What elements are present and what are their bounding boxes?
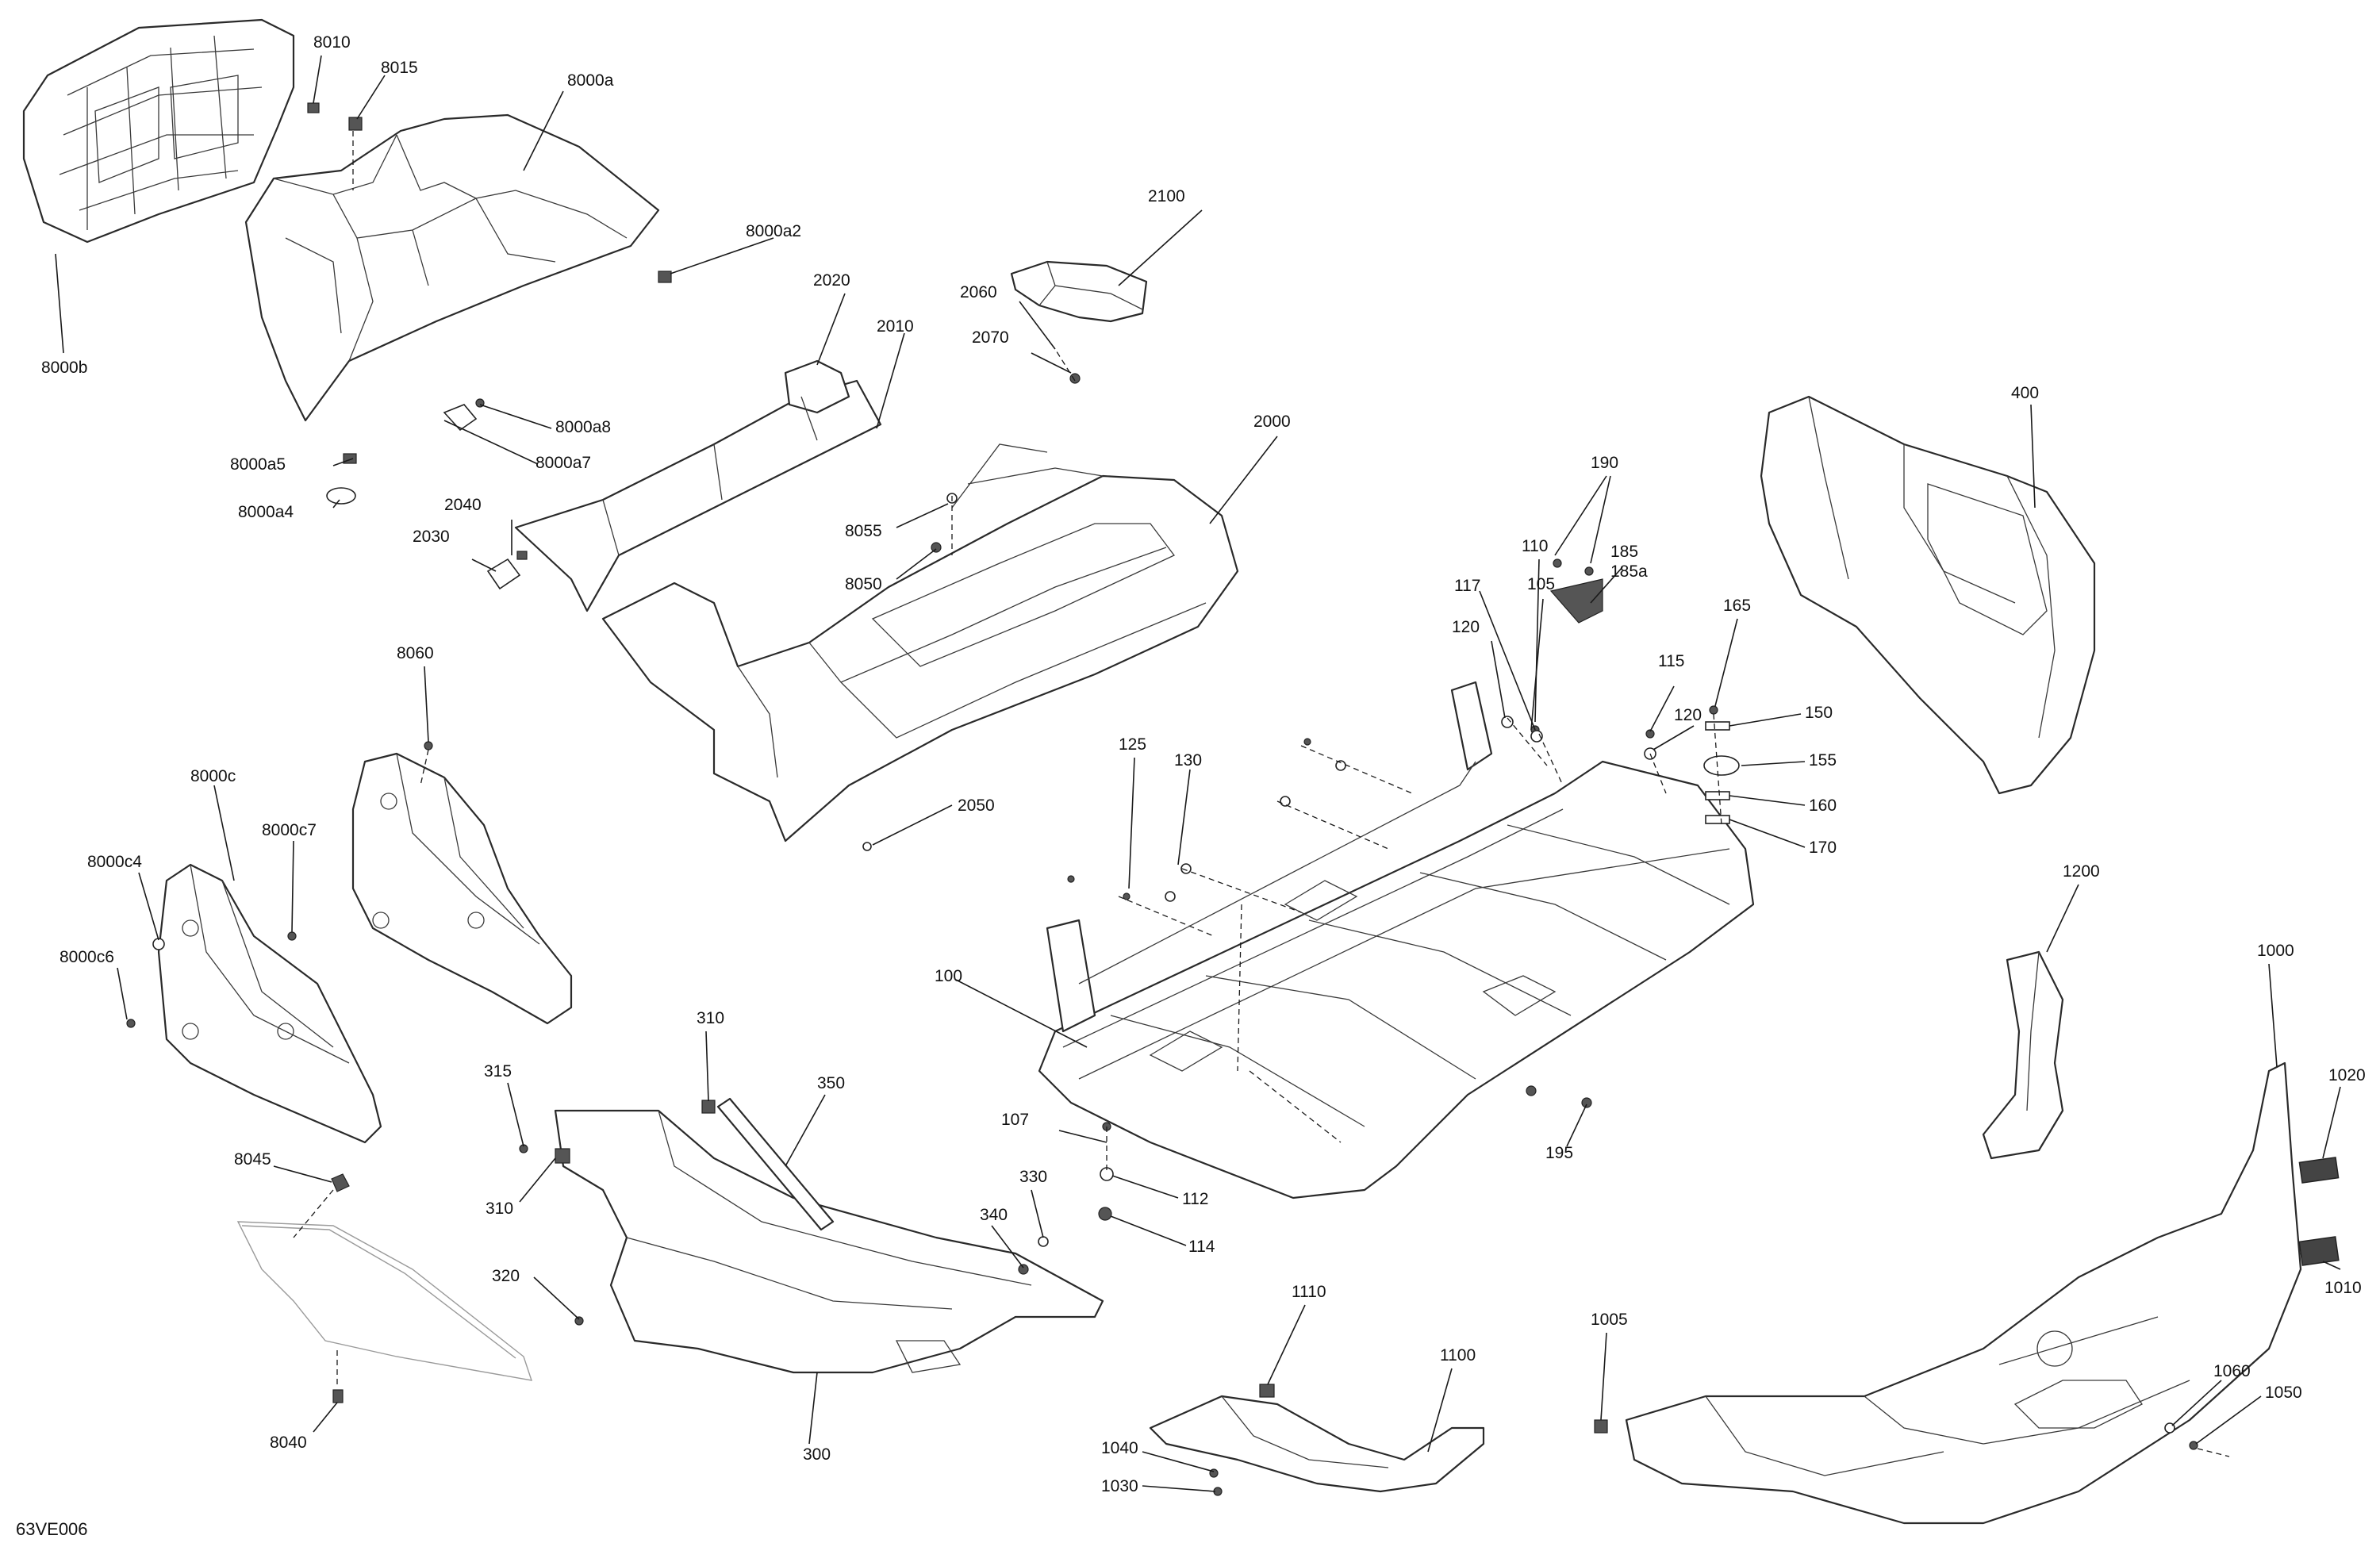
- callout-8000c7: 8000c7: [262, 821, 317, 839]
- callout-2040: 2040: [444, 496, 482, 514]
- callout-8000a: 8000a: [567, 71, 614, 90]
- callout-8000c6: 8000c6: [60, 948, 114, 966]
- part-300-storage-box: [554, 1109, 1104, 1374]
- part-8000b-grille: [22, 18, 295, 244]
- label-1010-decal: [2298, 1236, 2340, 1266]
- callout-185a: 185a: [1610, 562, 1648, 581]
- callout-8010: 8010: [313, 33, 351, 52]
- callout-2000: 2000: [1253, 413, 1291, 431]
- callout-1020: 1020: [2328, 1066, 2366, 1084]
- callout-120b: 120: [1674, 706, 1702, 724]
- callout-125: 125: [1119, 735, 1146, 754]
- leader-lines: [55, 55, 2341, 1492]
- callout-114: 114: [1188, 1238, 1215, 1256]
- part-400-side-panel: [1760, 395, 2096, 795]
- callout-300: 300: [803, 1445, 831, 1464]
- callout-130: 130: [1174, 751, 1202, 770]
- part-8000a-dash-cover: [244, 113, 660, 422]
- callout-8055: 8055: [845, 522, 882, 540]
- callout-2050: 2050: [958, 796, 995, 815]
- callout-8000a2: 8000a2: [746, 222, 801, 240]
- callout-8000a5: 8000a5: [230, 455, 286, 474]
- callout-2030: 2030: [413, 528, 450, 546]
- callout-112: 112: [1182, 1190, 1208, 1208]
- callout-105: 105: [1527, 575, 1555, 593]
- part-1200-pillar-trim: [1982, 950, 2064, 1160]
- part-2010-bracket: [514, 359, 882, 612]
- callout-8000a7: 8000a7: [536, 454, 591, 472]
- callout-1040: 1040: [1101, 1439, 1138, 1457]
- part-8000c-side-panel: [157, 863, 382, 1144]
- callout-2010: 2010: [877, 317, 914, 336]
- callout-160: 160: [1809, 796, 1837, 815]
- part-350-trim-strip: [716, 1097, 835, 1231]
- callout-8000b: 8000b: [41, 359, 87, 377]
- callout-1005: 1005: [1591, 1311, 1628, 1329]
- callout-1060: 1060: [2213, 1362, 2251, 1380]
- assembly-lines: [293, 131, 2230, 1457]
- callout-8000c: 8000c: [190, 767, 236, 785]
- callout-8000a4: 8000a4: [238, 503, 294, 521]
- callout-1050: 1050: [2265, 1384, 2302, 1402]
- callout-350: 350: [817, 1074, 845, 1092]
- callout-2070: 2070: [972, 328, 1009, 347]
- callout-165: 165: [1723, 597, 1751, 615]
- callout-1200: 1200: [2063, 862, 2100, 881]
- callout-8060: 8060: [397, 644, 434, 662]
- callout-2020: 2020: [813, 271, 850, 290]
- callout-2060: 2060: [960, 283, 997, 301]
- callout-1100: 1100: [1440, 1346, 1476, 1365]
- callout-8040: 8040: [270, 1434, 307, 1452]
- callout-400: 400: [2011, 384, 2039, 402]
- callout-labels: 8010 8015 8000a 8000b 8000a2 8000a8 8000…: [16, 33, 2366, 1539]
- label-1020-decal: [2298, 1157, 2340, 1184]
- callout-110: 110: [1522, 537, 1548, 555]
- callout-330: 330: [1019, 1168, 1047, 1186]
- part-1000-front-fascia: [1625, 1061, 2302, 1525]
- callout-320: 320: [492, 1267, 520, 1285]
- callout-100: 100: [935, 967, 962, 985]
- callout-1110: 1110: [1292, 1283, 1326, 1301]
- part-100-floor-pan: [1038, 681, 1755, 1199]
- part-1100-lower-trim: [1149, 1395, 1485, 1493]
- callout-120a: 120: [1452, 618, 1480, 636]
- callout-1000: 1000: [2257, 942, 2294, 960]
- callout-2100: 2100: [1148, 187, 1185, 205]
- callout-1030: 1030: [1101, 1477, 1138, 1495]
- callout-315: 315: [484, 1062, 512, 1080]
- hardware-fasteners: [126, 102, 2198, 1496]
- part-2100-bracket: [1010, 260, 1148, 323]
- callout-155: 155: [1809, 751, 1837, 770]
- part-8000c-side-panel-b: [351, 752, 573, 1025]
- callout-1010: 1010: [2324, 1279, 2362, 1297]
- callout-185: 185: [1610, 543, 1638, 561]
- callout-150: 150: [1805, 704, 1833, 722]
- part-2000-console: [601, 443, 1239, 843]
- callout-190: 190: [1591, 454, 1618, 472]
- callout-340: 340: [980, 1206, 1008, 1224]
- callout-310a: 310: [697, 1009, 724, 1027]
- callout-8050: 8050: [845, 575, 882, 593]
- part-8040-panel-outline: [236, 1221, 533, 1381]
- callout-117: 117: [1454, 577, 1480, 595]
- callout-107: 107: [1001, 1111, 1029, 1129]
- callout-115: 115: [1658, 652, 1684, 670]
- callout-8000a8: 8000a8: [555, 418, 611, 436]
- diagram-code: 63VE006: [16, 1519, 88, 1539]
- callout-170: 170: [1809, 839, 1837, 857]
- callout-8015: 8015: [381, 59, 418, 77]
- callout-8045: 8045: [234, 1150, 271, 1169]
- callout-310b: 310: [486, 1199, 513, 1218]
- callout-195: 195: [1545, 1144, 1573, 1162]
- callout-8000c4: 8000c4: [87, 853, 142, 871]
